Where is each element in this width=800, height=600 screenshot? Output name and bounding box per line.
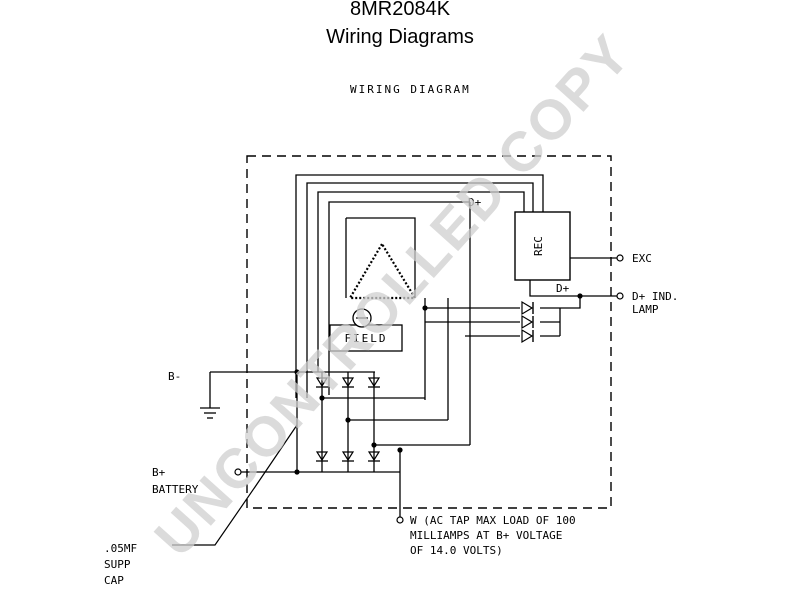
diode-trio-lines xyxy=(424,202,581,445)
d-plus-label: D+ xyxy=(556,282,570,295)
d-plus-terminal xyxy=(616,292,624,300)
field-box xyxy=(329,324,403,352)
exc-label: EXC xyxy=(632,252,652,265)
b-plus-terminal xyxy=(234,468,242,476)
rec-label: REC xyxy=(532,236,545,256)
w-label-1: W (AC TAP MAX LOAD OF 100 xyxy=(410,514,576,527)
diode-trio xyxy=(521,300,534,344)
d-plus-wire xyxy=(529,280,617,297)
lamp-label: LAMP xyxy=(632,303,659,316)
housing-outline xyxy=(246,155,612,509)
w-label-2: MILLIAMPS AT B+ VOLTAGE xyxy=(410,529,562,542)
d-plus-ind-label: D+ IND. xyxy=(632,290,678,303)
ground-symbol xyxy=(200,407,220,419)
exc-terminal xyxy=(616,254,624,262)
uncontrolled-copy-watermark: UNCONTROLLED COPY xyxy=(142,22,642,568)
diagram-heading: WIRING DIAGRAM xyxy=(350,83,471,96)
d-plus-top-label: D+ xyxy=(468,196,482,209)
capacitor-leader xyxy=(172,424,298,546)
regulator-box xyxy=(514,211,571,281)
capacitor-label-1: .05MF xyxy=(104,542,137,555)
part-number-title: 8MR2084K xyxy=(349,0,451,20)
stator-winding xyxy=(345,217,417,300)
w-terminal xyxy=(396,516,404,524)
b-plus-label: B+ xyxy=(152,466,166,479)
negative-diodes xyxy=(315,451,381,462)
capacitor-label-2: SUPP xyxy=(104,558,131,571)
page-subtitle: Wiring Diagrams xyxy=(326,26,474,48)
field-label: FIELD xyxy=(344,332,387,345)
stator-bus-lines xyxy=(295,174,544,398)
capacitor-label-3: CAP xyxy=(104,574,124,587)
rectifier-bridge-lines xyxy=(209,371,470,517)
positive-diodes xyxy=(315,377,381,388)
w-label-3: OF 14.0 VOLTS) xyxy=(410,544,503,557)
junction-dots xyxy=(294,293,583,475)
battery-label: BATTERY xyxy=(152,483,199,496)
b-minus-label: B- xyxy=(168,370,181,383)
